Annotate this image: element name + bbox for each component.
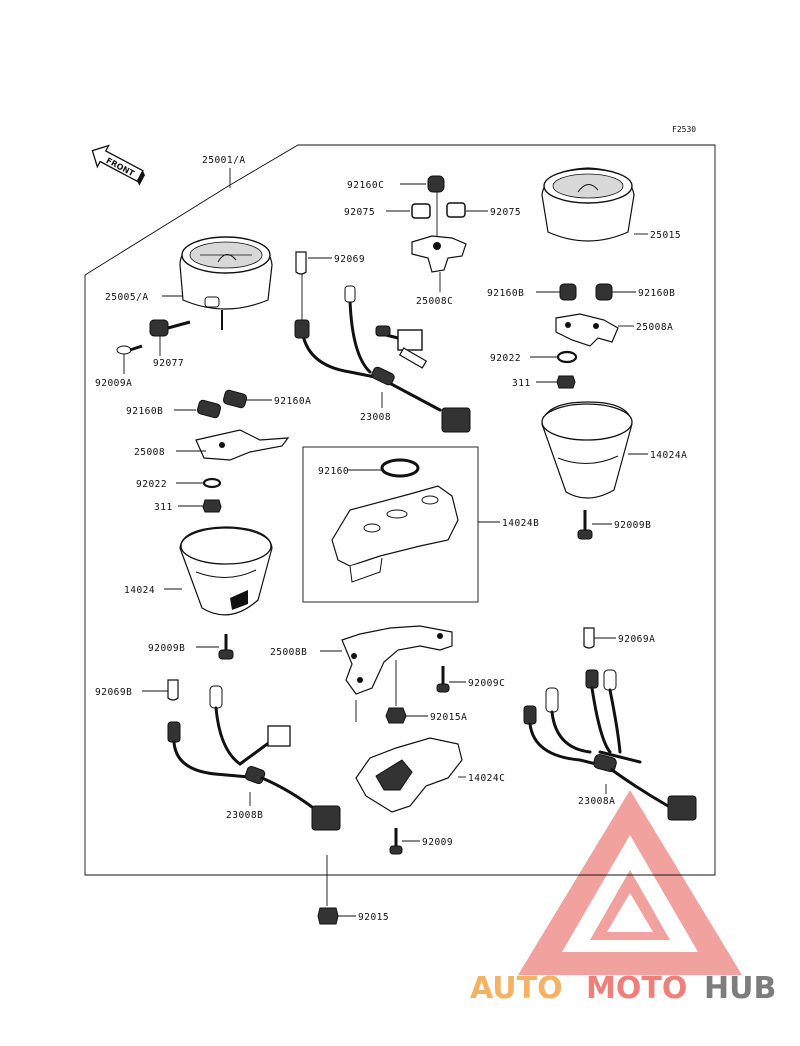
bracket-25008: [195, 429, 290, 461]
watermark-logo: [518, 790, 742, 975]
nut-311-right: [556, 375, 576, 389]
part-label-92160b-right-a: 92160B: [487, 288, 524, 299]
screw-92009b-right: [577, 510, 593, 540]
trip-knob: [149, 319, 191, 337]
part-label-92160a: 92160A: [274, 396, 311, 407]
grommet-92160: [380, 458, 420, 478]
grommet-92160c: [427, 175, 445, 193]
part-label-14024: 14024: [124, 585, 155, 596]
part-label-23008b: 23008B: [226, 810, 263, 821]
screw-92009b-left: [218, 634, 234, 660]
part-label-92160: 92160: [318, 466, 349, 477]
cover-14024b: [331, 485, 459, 583]
grommets-92075: [411, 202, 466, 219]
part-label-25015: 25015: [650, 230, 681, 241]
part-label-92009a: 92009A: [95, 378, 132, 389]
part-label-25008: 25008: [134, 447, 165, 458]
part-label-14024a: 14024A: [650, 450, 687, 461]
assembly-outline: [84, 144, 716, 876]
meter-left: [179, 236, 273, 330]
meter-right: [541, 167, 635, 242]
part-label-14024c: 14024C: [468, 773, 505, 784]
part-label-92160c: 92160C: [347, 180, 384, 191]
part-label-92022-right: 92022: [490, 353, 521, 364]
harness-23008b: [167, 679, 341, 831]
part-label-92009b-right: 92009B: [614, 520, 651, 531]
front-arrow: FRONT: [91, 144, 145, 186]
part-label-25008a: 25008A: [636, 322, 673, 333]
part-label-14024b: 14024B: [502, 518, 539, 529]
nut-311-left: [202, 499, 222, 513]
part-labels: 25001/A 92160C 92075 92075 25008C 92069 …: [95, 155, 687, 923]
grommets-right: [559, 283, 613, 301]
part-label-23008: 23008: [360, 412, 391, 423]
part-label-92160b-right-b: 92160B: [638, 288, 675, 299]
grommets-left: [196, 389, 248, 419]
part-label-25008b: 25008B: [270, 647, 307, 658]
reference-code: F2530: [672, 125, 696, 134]
watermark-text: AUTO MOTO HUB: [470, 971, 776, 1006]
part-label-92075-right: 92075: [490, 207, 521, 218]
part-label-92015: 92015: [358, 912, 389, 923]
nut-92015: [317, 855, 339, 925]
washer-92022-left: [202, 477, 222, 489]
watermark-part-auto: AUTO: [470, 971, 563, 1006]
part-label-92160b-left: 92160B: [126, 406, 163, 417]
part-label-92069: 92069: [334, 254, 365, 265]
leader-lines: [123, 183, 648, 917]
part-label-92009c: 92009C: [468, 678, 505, 689]
part-label-92075-left: 92075: [344, 207, 375, 218]
bracket-25008b: [341, 625, 453, 695]
cover-14024: [179, 526, 273, 616]
part-label-92009: 92009: [422, 837, 453, 848]
part-label-92069b: 92069B: [95, 687, 132, 698]
part-label-92015a: 92015A: [430, 712, 467, 723]
watermark-part-hub: HUB: [704, 971, 776, 1006]
part-label-25001-a: 25001/A: [202, 155, 246, 166]
part-label-92009b-left: 92009B: [148, 643, 185, 654]
part-label-92077: 92077: [153, 358, 184, 369]
cover-14024a: [541, 401, 633, 499]
bulb-92069: [295, 251, 307, 275]
part-label-92022-left: 92022: [136, 479, 167, 490]
harness-23008a: [523, 627, 697, 821]
screw-92009: [389, 828, 403, 855]
part-label-25005-a: 25005/A: [105, 292, 149, 303]
part-label-92069a: 92069A: [618, 634, 655, 645]
part-label-25008c: 25008C: [416, 296, 453, 307]
washer-92022-right: [556, 350, 578, 364]
part-label-23008a: 23008A: [578, 796, 615, 807]
screw-92009a: [116, 344, 143, 355]
part-label-311-right: 311: [512, 378, 531, 389]
screw-92009c: [436, 666, 450, 693]
bracket-25008c: [411, 192, 467, 273]
harness-23008: [294, 285, 471, 433]
part-label-311-left: 311: [154, 502, 173, 513]
cover-14024b-box: [302, 446, 479, 603]
watermark-part-moto: MOTO: [586, 971, 687, 1006]
cover-14024c: [355, 737, 463, 813]
nut-92015a: [385, 660, 407, 724]
bracket-25008a: [555, 313, 619, 347]
